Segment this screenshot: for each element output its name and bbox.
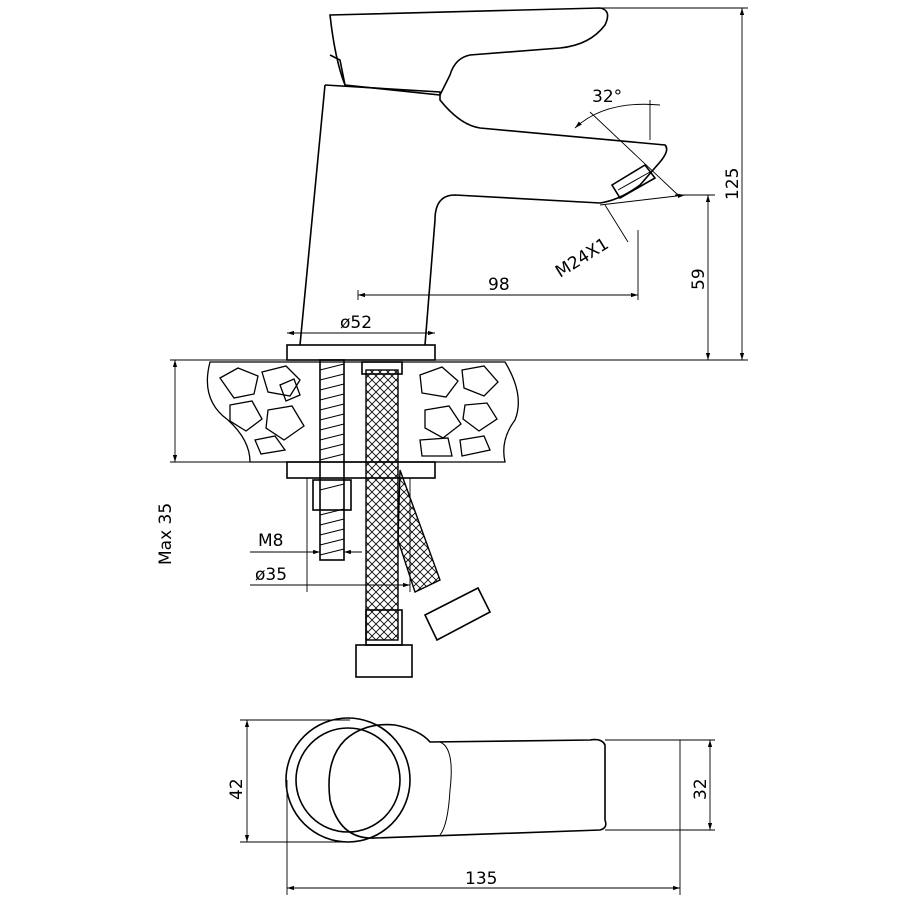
height-59-label: 59: [689, 268, 709, 290]
supply-hoses: [355, 361, 492, 678]
reach-98-dimension: 98: [357, 230, 639, 300]
height-125-label: 125: [723, 168, 743, 200]
stud-thread-label: M8: [258, 531, 283, 551]
faucet-side-view: [286, 7, 668, 361]
angle-dimension: 32°: [574, 87, 679, 196]
max-thickness-dimension: Max 35: [156, 360, 290, 565]
length-135-label: 135: [465, 869, 497, 889]
length-135-dimension: 135: [286, 740, 681, 895]
faucet-top-view: [285, 717, 607, 843]
aerator-thread-dimension: M24X1: [552, 193, 686, 282]
depth-42-dimension: 42: [227, 719, 350, 843]
hole-diameter-label: ø35: [255, 565, 287, 585]
aerator-thread-label: M24X1: [552, 234, 612, 282]
countertop-section: [206, 361, 519, 479]
base-diameter-dimension: ø52: [287, 313, 435, 336]
mounting-stud: [312, 359, 352, 561]
width-32-label: 32: [691, 778, 711, 800]
angle-label: 32°: [592, 87, 622, 107]
max-thickness-label: Max 35: [156, 503, 176, 565]
base-diameter-label: ø52: [340, 313, 372, 333]
reach-98-label: 98: [488, 275, 510, 295]
height-59-dimension: 59: [675, 194, 715, 360]
height-125-dimension: 125: [600, 7, 748, 360]
stud-thread-dimension: M8: [250, 531, 362, 555]
depth-42-label: 42: [227, 778, 247, 800]
hole-diameter-dimension: ø35: [250, 478, 411, 592]
width-32-dimension: 32: [605, 739, 715, 831]
